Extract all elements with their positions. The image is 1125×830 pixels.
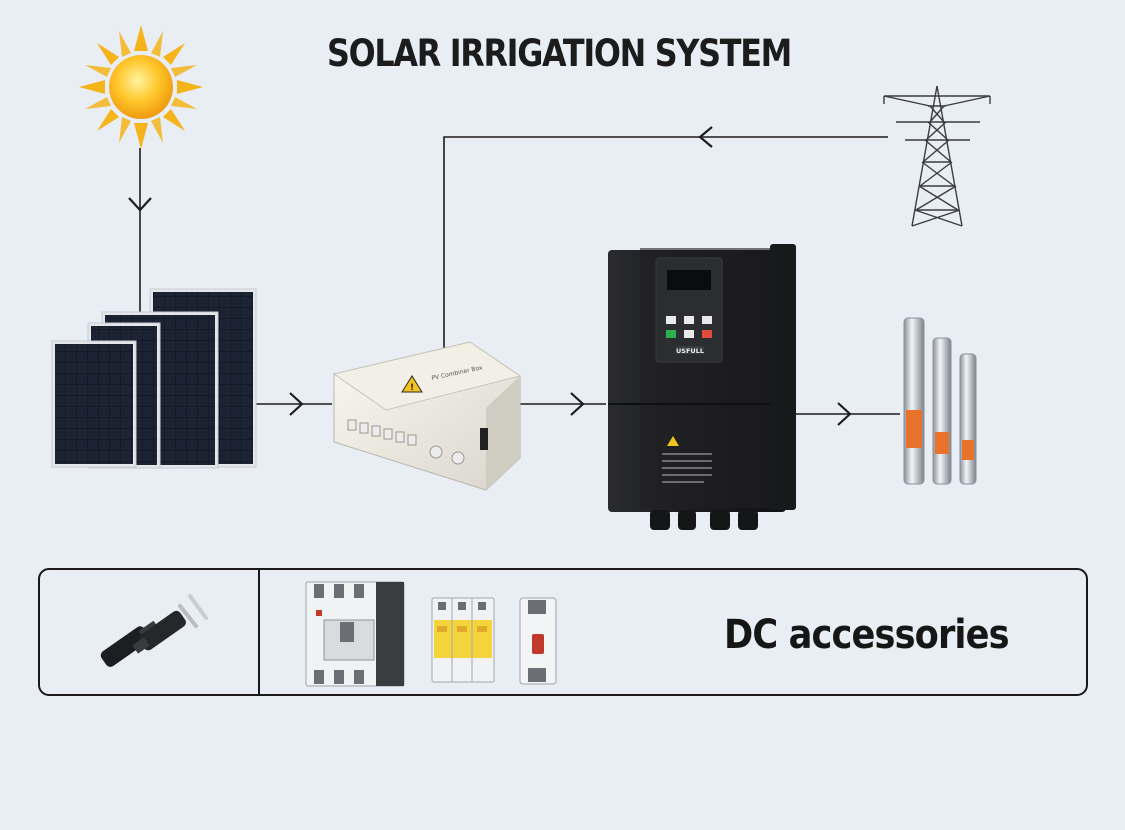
power-tower-icon (883, 85, 991, 227)
left-arrow-icon (698, 126, 713, 148)
connection-lines (128, 126, 900, 426)
grid-to-box-line (443, 136, 888, 348)
mc4-connector-icon (100, 594, 208, 667)
down-arrow-icon (128, 197, 152, 212)
right-arrow-icon (570, 392, 585, 416)
mcb-breaker-icon (519, 597, 557, 685)
submersible-pump-icon (903, 317, 977, 485)
warning-icon (401, 375, 423, 393)
accessories-panel (38, 568, 1088, 696)
dc-accessories-label: DC accessories (724, 612, 1010, 658)
sun-icon (79, 25, 203, 149)
combiner-box-icon: ! PV Combiner Box (332, 341, 522, 491)
inverter-icon: USFULL (608, 244, 796, 530)
right-arrow-icon (289, 392, 304, 416)
surge-protector-icon (431, 597, 495, 683)
mccb-breaker-icon (305, 581, 405, 687)
diagram-title: SOLAR IRRIGATION SYSTEM (327, 32, 792, 75)
inverter-display (667, 270, 711, 290)
inverter-brand: USFULL (676, 347, 704, 355)
right-arrow-icon (837, 402, 852, 426)
svg-text:!: ! (410, 383, 414, 393)
solar-panel-icon (51, 288, 257, 469)
